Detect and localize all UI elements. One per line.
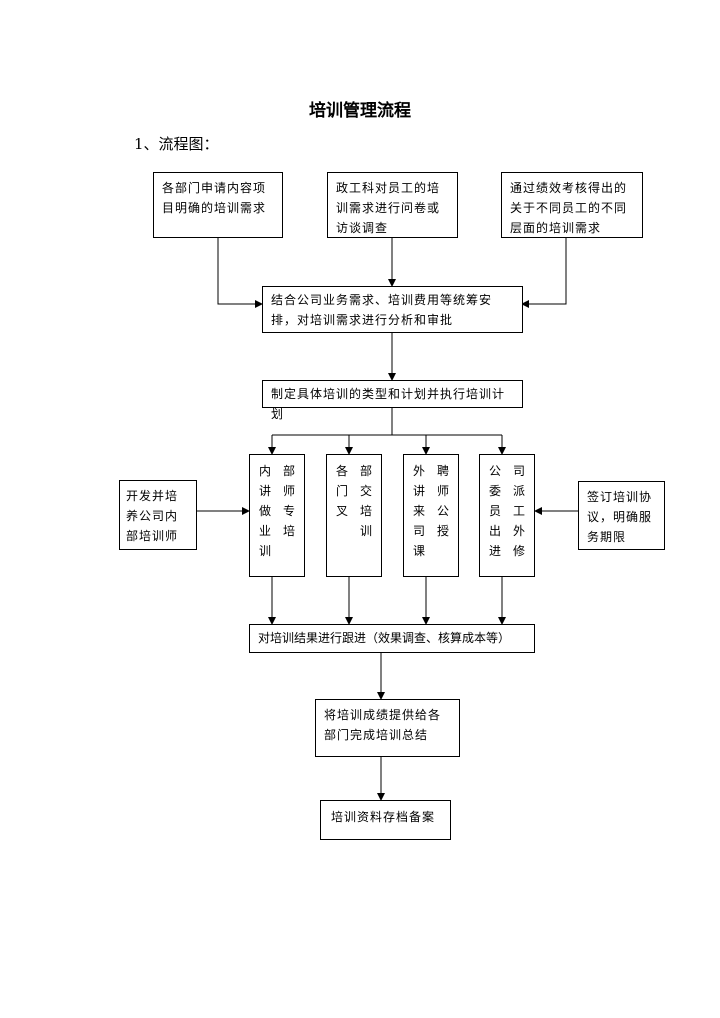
internal-trainer-dev-box: 开发并培养公司内部培训师 xyxy=(119,480,197,550)
char: 专 xyxy=(283,504,297,518)
performance-review-box: 通过绩效考核得出的关于不同员工的不同层面的培训需求 xyxy=(501,172,643,238)
char: 业 xyxy=(259,524,273,538)
results-summary-text: 将培训成绩提供给各部门完成培训总结 xyxy=(324,708,442,742)
char: 师 xyxy=(437,484,451,498)
political-survey-box: 政工科对员工的培训需求进行问卷或访谈调查 xyxy=(327,172,458,238)
char: 训 xyxy=(259,544,273,558)
follow-up-box: 对培训结果进行跟进（效果调查、核算成本等） xyxy=(249,624,535,653)
char: 交 xyxy=(360,484,374,498)
political-survey-text: 政工科对员工的培训需求进行问卷或访谈调查 xyxy=(336,181,441,235)
char: 授 xyxy=(437,524,451,538)
sign-agreement-box: 签订培训协议，明确服务期限 xyxy=(578,481,665,550)
char: 司 xyxy=(413,524,427,538)
char: 公 xyxy=(437,504,451,518)
char: 委 xyxy=(489,484,503,498)
char: 各 xyxy=(336,464,350,478)
archive-text: 培训资料存档备案 xyxy=(331,810,436,824)
char: 讲 xyxy=(259,484,273,498)
char: 部 xyxy=(283,464,297,478)
char: 公 xyxy=(489,464,503,478)
char: 出 xyxy=(489,524,503,538)
char: 外 xyxy=(413,464,427,478)
char: 部 xyxy=(360,464,374,478)
char: 派 xyxy=(513,484,527,498)
char: 门 xyxy=(336,484,350,498)
dept-request-box: 各部门申请内容项目明确的培训需求 xyxy=(153,172,283,238)
internal-trainer-dev-text: 开发并培养公司内部培训师 xyxy=(126,489,179,543)
char: 训 xyxy=(360,524,374,538)
training-type-external-study-box: 公 委 员 出 进 司 派 工 外 修 xyxy=(479,454,535,577)
char: 来 xyxy=(413,504,427,518)
analysis-approval-text: 结合公司业务需求、培训费用等统筹安排，对培训需求进行分析和审批 xyxy=(271,293,493,327)
char: 员 xyxy=(489,504,503,518)
char: 工 xyxy=(513,504,527,518)
page-title: 培训管理流程 xyxy=(309,101,411,121)
char: 课 xyxy=(413,544,427,558)
char: 做 xyxy=(259,504,273,518)
archive-box: 培训资料存档备案 xyxy=(320,800,451,840)
char: 进 xyxy=(489,544,503,558)
char: 讲 xyxy=(413,484,427,498)
training-type-cross-dept-box: 各 门 叉 部 交 培 训 xyxy=(326,454,382,577)
char: 内 xyxy=(259,464,273,478)
performance-review-text: 通过绩效考核得出的关于不同员工的不同层面的培训需求 xyxy=(510,181,628,235)
char: 司 xyxy=(513,464,527,478)
char: 修 xyxy=(513,544,527,558)
training-type-external-lecturer-box: 外 讲 来 司 课 聘 师 公 授 xyxy=(403,454,459,577)
follow-up-text: 对培训结果进行跟进（效果调查、核算成本等） xyxy=(258,631,511,645)
make-plan-box: 制定具体培训的类型和计划并执行培训计划 xyxy=(262,380,523,421)
char: 师 xyxy=(283,484,297,498)
char: 培 xyxy=(283,524,297,538)
dept-request-text: 各部门申请内容项目明确的培训需求 xyxy=(162,181,267,215)
make-plan-text: 制定具体培训的类型和计划并执行培训计划 xyxy=(271,387,506,421)
analysis-approval-box: 结合公司业务需求、培训费用等统筹安排，对培训需求进行分析和审批 xyxy=(262,286,523,333)
char: 外 xyxy=(513,524,527,538)
training-type-internal-box: 内 讲 做 业 训 部 师 专 培 xyxy=(249,454,305,577)
char: 培 xyxy=(360,504,374,518)
sign-agreement-text: 签订培训协议，明确服务期限 xyxy=(587,490,653,544)
section-label: 1、流程图： xyxy=(134,135,219,153)
char: 叉 xyxy=(336,504,350,518)
results-summary-box: 将培训成绩提供给各部门完成培训总结 xyxy=(315,699,460,757)
char: 聘 xyxy=(437,464,451,478)
